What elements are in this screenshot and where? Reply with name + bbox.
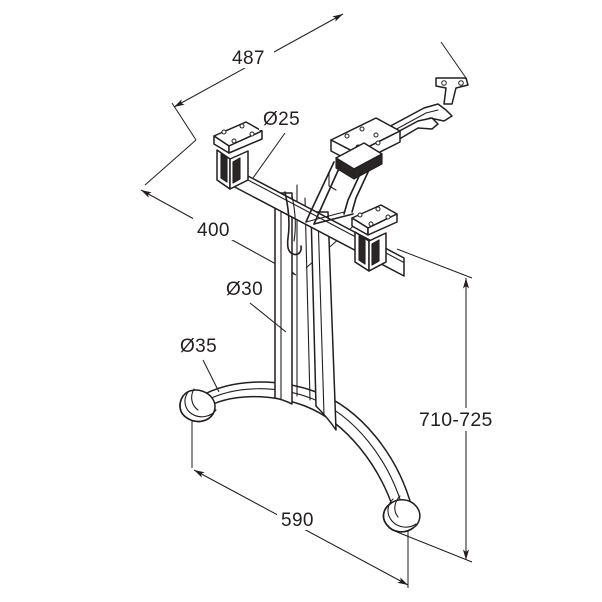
- right-bracket-bottom-edge: [354, 261, 387, 272]
- lift-link-bar-inner: [305, 211, 345, 223]
- diameter-35-label: Ø35: [180, 336, 217, 357]
- left-bracket-hole-2: [239, 123, 245, 129]
- right-foot-cap: [382, 495, 421, 533]
- dimension-400-text-mask: [193, 218, 241, 240]
- lift-strut-b: [313, 163, 342, 225]
- lift-mechanism: [305, 77, 469, 225]
- lift-strut-c: [343, 171, 362, 215]
- diameter-35-text-mask: [176, 335, 228, 357]
- right-foot-inner-rim: [387, 498, 417, 528]
- dimension-590-text-mask: [277, 508, 325, 530]
- left-foot-detail: [191, 388, 199, 411]
- dimension-590-label: 590: [281, 510, 314, 531]
- right-bracket-hole-2: [375, 206, 381, 212]
- column-inner-line-b: [304, 197, 311, 401]
- diameter-35-leader: [202, 359, 220, 393]
- diameter-30-label: Ø30: [226, 279, 263, 300]
- dimension-590: 590: [191, 410, 409, 588]
- lift-link-bar: [313, 213, 354, 225]
- diameter-30-callout: Ø30: [222, 278, 287, 333]
- dimension-487: 487: [171, 13, 467, 141]
- dimension-487-text-mask: [228, 46, 274, 68]
- dimension-height-extension-top: [396, 248, 473, 279]
- diameter-25-text-mask: [259, 108, 311, 130]
- diameter-25-label: Ø25: [263, 109, 300, 130]
- cable-hook-inner: [291, 195, 296, 242]
- lift-mount-tab-hole-1: [441, 80, 447, 86]
- left-bracket-bottom-edge: [216, 179, 249, 190]
- dimension-400-label: 400: [197, 220, 230, 241]
- lift-strut-d: [351, 169, 370, 213]
- left-bracket-channel-slot-left: [220, 153, 228, 183]
- cable-hook: [284, 191, 302, 256]
- diameter-30-leader: [249, 302, 287, 333]
- lift-strut-a: [305, 161, 335, 223]
- right-foot-rim: [382, 503, 414, 533]
- dimension-487-extension-right: [440, 41, 467, 79]
- right-bracket-channel-slot-left: [358, 235, 366, 265]
- lift-plate-hole-1: [344, 133, 350, 139]
- left-bracket-hole-1: [221, 129, 227, 135]
- dimension-height-text-mask: [415, 408, 505, 431]
- diameter-30-text-mask: [222, 278, 274, 300]
- dimension-height-label: 710-725: [419, 409, 493, 431]
- dimension-710-725: 710-725: [396, 248, 505, 563]
- lift-plate-hole-5: [375, 140, 381, 146]
- lift-plate-hole-2: [359, 126, 365, 132]
- dimension-400-extension-left: [144, 139, 197, 186]
- lift-plate-hole-3: [373, 132, 379, 138]
- curved-base-highlight: [204, 388, 404, 510]
- left-bracket-hole-4: [249, 131, 255, 137]
- dimension-487-label: 487: [232, 48, 265, 69]
- column-leg-right-highlight: [317, 214, 325, 416]
- left-foot-rim: [179, 395, 214, 423]
- dimension-height-extension-bottom: [396, 531, 473, 563]
- right-bracket-hole-3: [368, 221, 374, 227]
- cable-hook-shape: [284, 191, 302, 256]
- left-foot-cap: [179, 388, 217, 423]
- right-bracket-hole-4: [385, 214, 391, 220]
- diameter-35-callout: Ø35: [176, 335, 228, 393]
- right-bracket: [351, 204, 398, 272]
- dimension-487-extension-left: [171, 102, 197, 141]
- left-bracket-channel-slot-right: [232, 157, 241, 184]
- right-bracket-hole-1: [357, 212, 363, 218]
- column-leg-right: [310, 211, 337, 431]
- dimension-400: 400: [140, 139, 359, 276]
- curved-base-tube: [198, 381, 413, 518]
- left-bracket: [213, 121, 263, 190]
- right-foot-detail: [394, 495, 401, 518]
- right-bracket-channel-slot-right: [371, 239, 380, 266]
- diameter-25-callout: Ø25: [252, 108, 311, 179]
- lift-bracket-detail: [328, 171, 337, 191]
- left-bracket-hole-3: [231, 138, 237, 144]
- lift-mount-tab-hole-2: [458, 80, 464, 86]
- left-foot-inner-rim: [184, 391, 217, 418]
- diameter-25-leader: [252, 132, 286, 179]
